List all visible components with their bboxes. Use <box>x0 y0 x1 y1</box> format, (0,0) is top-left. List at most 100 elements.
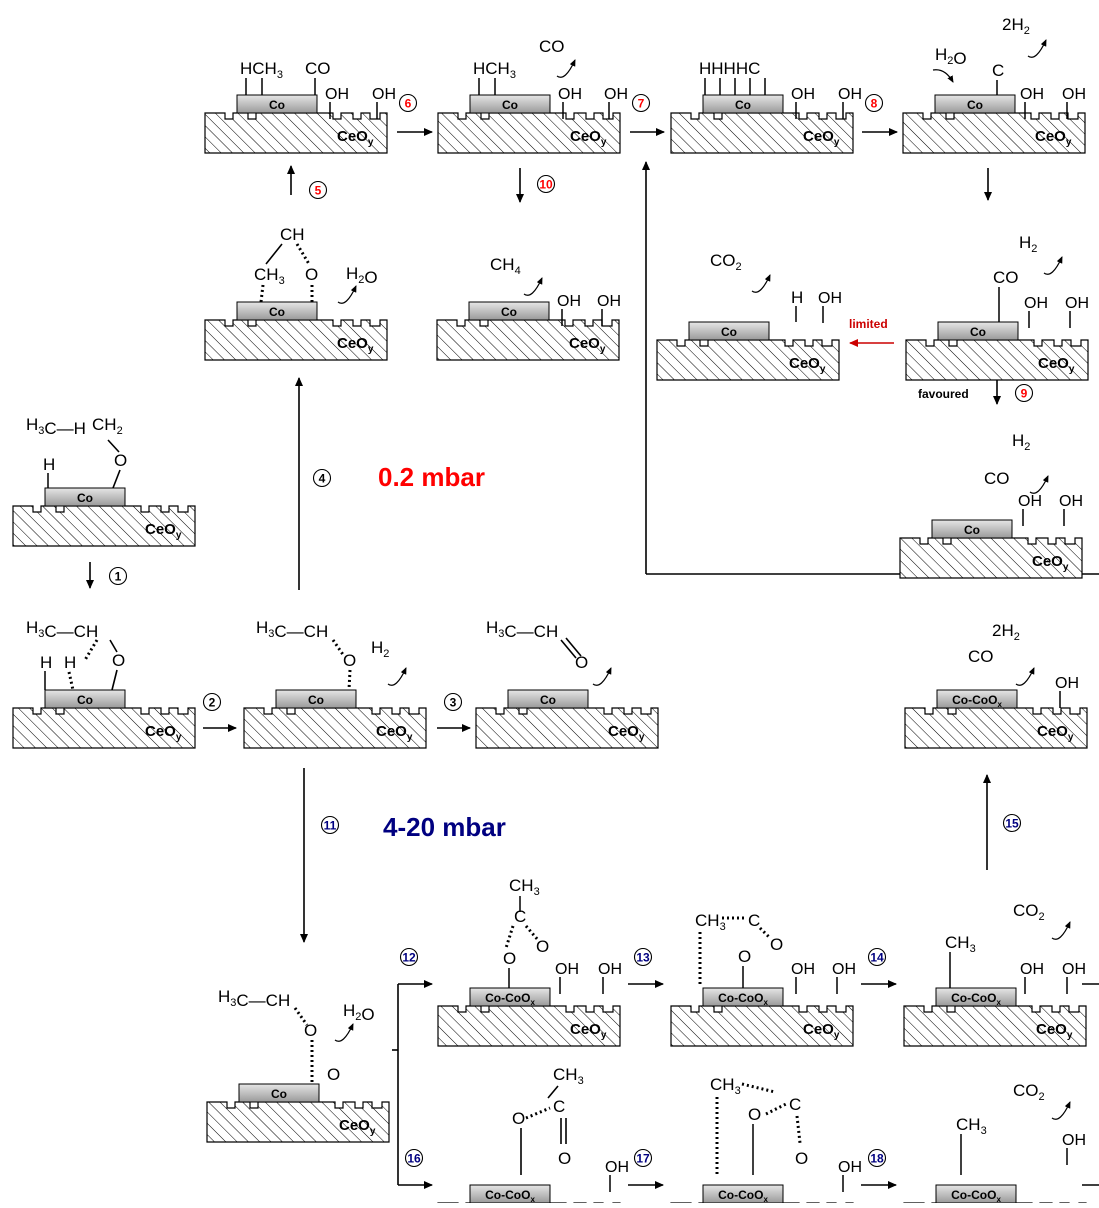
species-label: C <box>553 1097 565 1116</box>
species-label: O <box>343 651 356 670</box>
particle-label: Co <box>540 693 556 707</box>
species-label: O <box>748 1105 761 1124</box>
favoured-label: favoured <box>918 387 969 401</box>
particle-label: Co-CoOx <box>485 991 535 1007</box>
species-label: OH <box>1020 961 1044 978</box>
co-coox-particle <box>935 987 1017 1007</box>
species-label: H3C—CH <box>486 618 558 641</box>
step-label: 13 <box>636 951 650 965</box>
ceo-label: CeOy <box>337 335 374 355</box>
ceo-label: CeOy <box>608 723 645 743</box>
step-circle <box>202 692 222 712</box>
h2-release-arrow-2 <box>1043 256 1063 275</box>
co-particle <box>688 321 770 341</box>
co-coox-particle <box>936 689 1018 709</box>
partial-bond <box>293 1007 309 1026</box>
species-label: H2O <box>346 264 378 287</box>
species-label: H2O <box>343 1001 375 1024</box>
two-h2-release-arrow <box>1027 39 1047 58</box>
species-label: H <box>43 455 55 474</box>
co-particle <box>469 94 551 114</box>
step-circle <box>864 93 884 113</box>
ceria-support <box>899 537 1083 579</box>
species-label: OH <box>1062 961 1086 978</box>
co-particle <box>44 487 126 507</box>
acetaldehyde-release-arrow <box>592 667 612 686</box>
co-particle <box>236 301 318 321</box>
step-number-8: 8 <box>864 93 884 113</box>
species-label: OH <box>1059 493 1083 510</box>
particle-label: Co <box>970 325 986 339</box>
particle-label: Co <box>308 693 324 707</box>
step-number-12: 12 <box>399 947 419 967</box>
bond-line <box>109 639 118 653</box>
species-label: O <box>112 651 125 670</box>
species-label: OH <box>557 293 581 310</box>
partial-bond <box>524 925 540 941</box>
co2-release-arrow-2 <box>1051 921 1071 940</box>
particle-label: Co-CoOx <box>951 1188 1001 1203</box>
step-circle <box>404 1148 424 1168</box>
ceria-support <box>204 319 388 361</box>
particle-label: Co-CoOx <box>485 1188 535 1203</box>
species-label: O <box>304 1021 317 1040</box>
species-label: OH <box>1055 675 1079 692</box>
species-label: O <box>114 451 127 470</box>
species-label: OH <box>597 293 621 310</box>
step-number-14: 14 <box>867 947 887 967</box>
partial-bond <box>741 1082 776 1094</box>
step-label: 15 <box>1005 817 1019 831</box>
step-number-18: 18 <box>867 1148 887 1168</box>
species-label: H <box>40 653 52 672</box>
ceria-support <box>903 1005 1087 1047</box>
species-label: OH <box>1024 295 1048 312</box>
particle-label: Co <box>721 325 737 339</box>
step-number-7: 7 <box>631 93 651 113</box>
species-label: OH <box>605 1159 629 1176</box>
species-label: CH3 <box>695 911 726 933</box>
species-label: CH3 <box>509 876 540 898</box>
species-label: O <box>305 265 318 284</box>
species-label: CO2 <box>1013 901 1045 923</box>
step-circle <box>867 1148 887 1168</box>
co-particle <box>702 94 784 114</box>
step-label: 16 <box>407 1152 421 1166</box>
species-label: OH <box>1018 493 1042 510</box>
ceria-support <box>243 707 427 749</box>
partial-bond <box>504 925 515 949</box>
h2-release-arrow <box>387 667 407 686</box>
species-label: H2 <box>371 638 389 660</box>
particle-label: Co-CoOx <box>951 991 1001 1007</box>
species-label: OH <box>818 290 842 307</box>
partial-bond <box>347 669 352 691</box>
partial-bond <box>259 284 265 303</box>
step-label: 12 <box>402 951 416 965</box>
ceo-label: CeOy <box>1032 553 1069 573</box>
species-label: O <box>795 1149 808 1168</box>
adsorption-arrow <box>932 69 954 83</box>
bond-line <box>565 637 582 657</box>
bond-line <box>547 1085 559 1099</box>
step-label: 2 <box>209 696 216 710</box>
step-number-3: 3 <box>443 692 463 712</box>
co2-release-arrow <box>751 274 771 293</box>
particle-label: Co <box>269 98 285 112</box>
step-label: 1 <box>115 570 122 584</box>
particle-label: Co <box>269 305 285 319</box>
species-label: OH <box>598 961 622 978</box>
species-label: C <box>789 1095 801 1114</box>
ceo-label: CeOy <box>803 1021 840 1041</box>
ceria-support <box>670 112 854 154</box>
species-label: O <box>770 935 783 954</box>
co-particle <box>934 94 1016 114</box>
species-label: O <box>327 1065 340 1084</box>
species-label: OH <box>325 86 349 103</box>
step-number-1: 1 <box>108 566 128 586</box>
